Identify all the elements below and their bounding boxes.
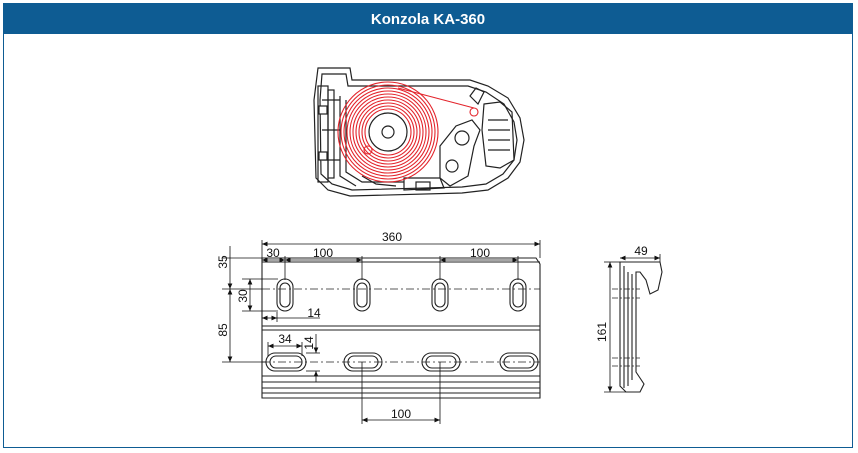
bracket-section-view bbox=[313, 67, 525, 197]
dim-30-top: 30 bbox=[266, 246, 280, 260]
spring-hub bbox=[368, 112, 408, 152]
dim-34: 34 bbox=[278, 332, 292, 346]
drawing-frame: Konzola KA-360 bbox=[3, 3, 853, 448]
dim-30-side: 30 bbox=[236, 289, 250, 303]
page-title: Konzola KA-360 bbox=[4, 4, 852, 34]
dim-49: 49 bbox=[634, 244, 648, 258]
dim-161: 161 bbox=[595, 322, 609, 342]
spring-coil bbox=[337, 81, 479, 183]
dim-35: 35 bbox=[216, 255, 230, 269]
front-view-dimensions bbox=[222, 240, 541, 424]
dim-100-bottom: 100 bbox=[391, 407, 411, 421]
bracket-side-view bbox=[612, 261, 663, 393]
bracket-front-view bbox=[261, 257, 541, 399]
side-view-dimensions bbox=[604, 254, 661, 393]
dim-85: 85 bbox=[216, 323, 230, 337]
dim-14-vertical: 14 bbox=[302, 336, 316, 350]
dim-360: 360 bbox=[382, 230, 402, 244]
dim-14-horizontal: 14 bbox=[307, 306, 321, 320]
dim-100-right: 100 bbox=[470, 246, 490, 260]
dim-100-left: 100 bbox=[313, 246, 333, 260]
